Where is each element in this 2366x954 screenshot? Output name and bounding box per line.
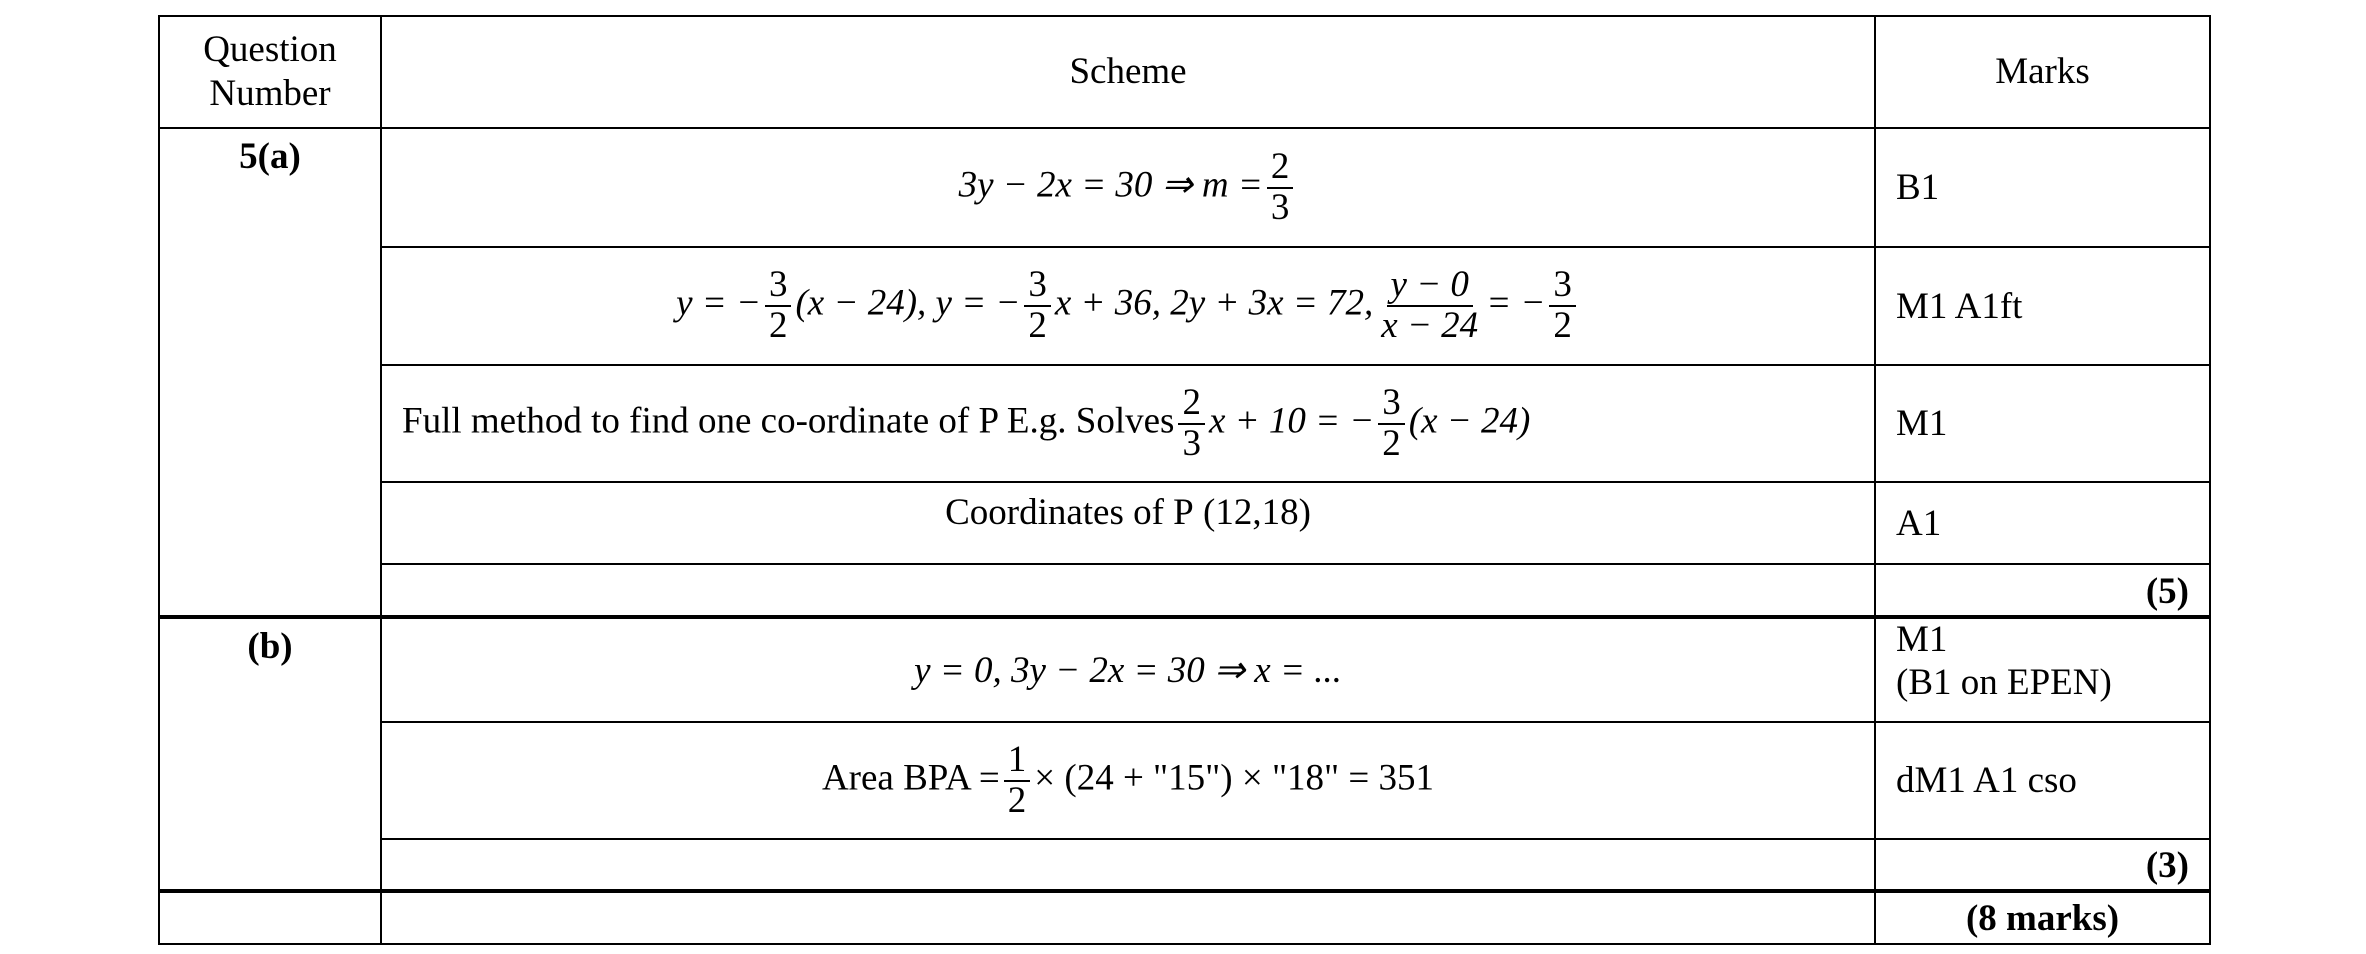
numerator: 3 [1549,265,1576,307]
marks-cell: M1 [1874,364,2211,483]
math-expression: (x − 24) [1408,399,1531,441]
numerator: 1 [1003,740,1031,782]
marks-cell: A1 [1874,481,2211,565]
header-scheme: Scheme [380,15,1876,129]
denominator: 2 [1553,305,1572,346]
denominator: 3 [1182,422,1201,464]
denominator: x − 24 [1381,305,1479,346]
subtotal-row: (5) [159,563,2211,618]
numerator: 2 [1178,383,1205,425]
scheme-text: Coordinates of P [945,492,1194,533]
numerator: 3 [1024,265,1051,307]
denominator: 3 [1270,186,1290,228]
math-expression: (x − 24), y = − [795,282,1021,324]
empty-cell [380,563,1876,618]
total-row: (8 marks) [158,889,2211,945]
header-marks: Marks [1874,15,2211,129]
scheme-text: Area BPA = [821,756,1000,798]
math-expression: x + 36, 2y + 3x = 72, [1054,282,1374,324]
subtotal-a: (5) [1874,563,2211,618]
marks-cell: M1 (B1 on EPEN) [1874,615,2211,723]
scheme-cell: Coordinates of P (12,18) [380,481,1876,565]
table-row: Full method to find one co-ordinate of P… [159,364,2211,483]
math-expression: x + 10 = − [1208,399,1375,441]
math-expression: y = 0, 3y − 2x = 30 ⇒ x = ... [914,650,1342,691]
math-expression: 3y − 2x = 30 ⇒ m = [958,163,1263,205]
marks-line: M1 [1896,619,1948,660]
subtotal-b: (3) [1874,838,2211,892]
math-expression: × (24 + "15") × "18" = 351 [1034,756,1435,798]
marks-line: (B1 on EPEN) [1896,661,2112,703]
scheme-cell: Full method to find one co-ordinate of P… [380,364,1876,483]
numerator: y − 0 [1386,265,1473,307]
scheme-text: Full method to find one co-ordinate of P… [402,399,1175,441]
marks-cell: B1 [1874,127,2211,248]
numerator: 2 [1266,147,1294,189]
marks-cell: dM1 A1 cso [1874,721,2211,840]
coordinates-value: (12,18) [1203,492,1311,533]
table-row: Coordinates of P (12,18) A1 [159,481,2211,565]
denominator: 2 [1382,422,1401,464]
empty-cell [158,889,382,945]
scheme-cell: y = 0, 3y − 2x = 30 ⇒ x = ... [380,615,1876,723]
math-expression: y = − [676,282,761,324]
marks-cell: M1 A1ft [1874,246,2211,366]
empty-cell [380,889,1876,945]
numerator: 3 [764,265,792,307]
table-row: (b) y = 0, 3y − 2x = 30 ⇒ x = ... M1 (B1… [158,615,2211,892]
mark-scheme-table: Question Number Scheme Marks 5(a) 3y − 2… [158,15,2211,945]
empty-cell [380,838,1876,892]
denominator: 2 [768,305,788,346]
denominator: 2 [1028,305,1047,346]
numerator: 3 [1378,383,1405,425]
math-expression: = − [1486,282,1546,324]
header-row: Question Number Scheme Marks [158,15,2211,129]
question-label-a: 5(a) [158,127,382,618]
denominator: 2 [1007,779,1027,821]
grand-total: (8 marks) [1874,889,2211,945]
question-label-b: (b) [158,615,382,892]
subtotal-row: (3) [159,838,2211,892]
header-question-number: Question Number [158,15,382,129]
